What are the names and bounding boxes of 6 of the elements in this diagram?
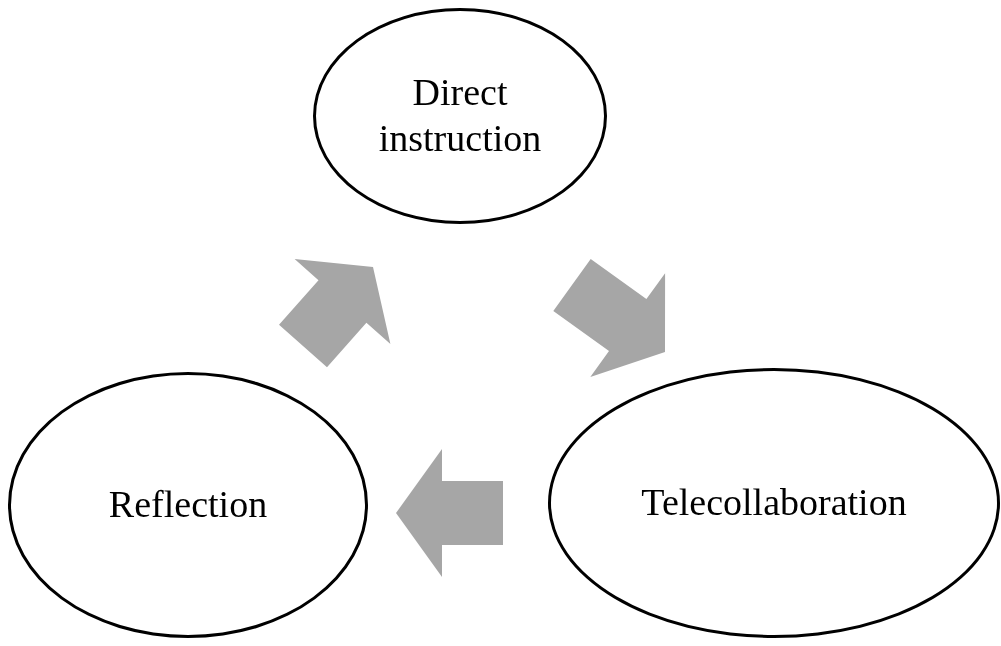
block-arrow <box>396 449 503 577</box>
node-label: Direct instruction <box>377 70 543 161</box>
node-label: Telecollaboration <box>641 480 907 526</box>
node-label: Reflection <box>108 482 268 528</box>
block-arrow <box>553 259 666 377</box>
block-arrow <box>279 259 391 368</box>
